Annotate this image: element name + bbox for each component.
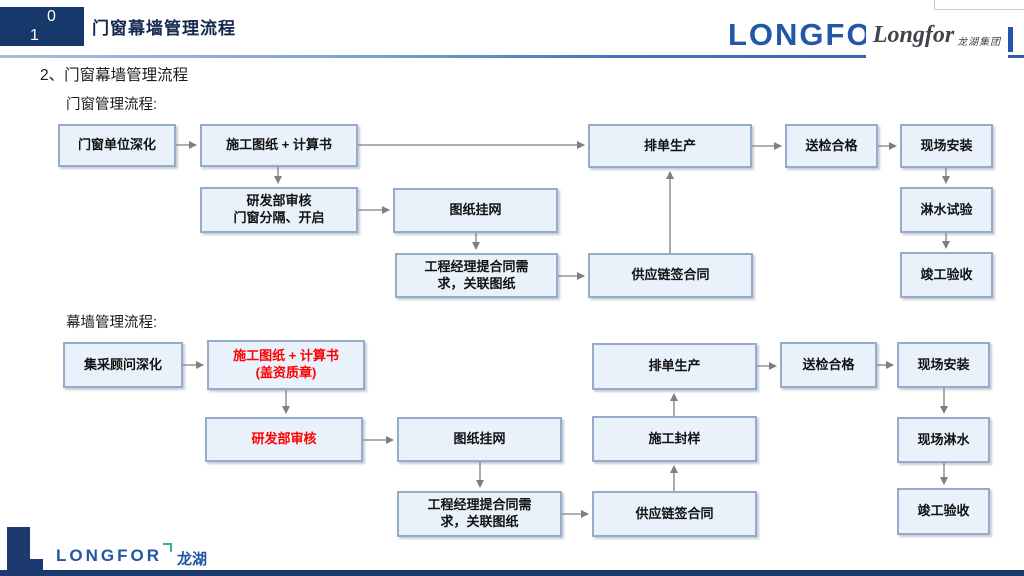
flow2-node-drawings-calc-sealed: 施工图纸 + 计算书 (盖资质章)	[207, 340, 365, 390]
brand-logo-fragment	[1007, 27, 1013, 52]
footer-logo-text: LONGFOR	[56, 546, 162, 565]
footer-logo-cn: 龙湖	[177, 551, 208, 568]
flow1-node-rnd-review: 研发部审核 门窗分隔、开启	[200, 187, 358, 233]
flow2-node-construction-sample: 施工封样	[592, 416, 757, 462]
footer-logo-corner-icon	[163, 543, 172, 552]
footer-l-mark-base	[7, 559, 43, 571]
flow2-node-rnd-review: 研发部审核	[205, 417, 363, 462]
flow2-node-supplychain-sign: 供应链签合同	[592, 491, 757, 537]
flow1-node-inspection-pass: 送检合格	[785, 124, 878, 168]
flow2-node-production-order: 排单生产	[592, 343, 757, 390]
flow1-node-drawings-calc: 施工图纸 + 计算书	[200, 124, 358, 167]
flow2-node-inspection-pass: 送检合格	[780, 342, 877, 388]
flow1-node-supplychain-sign: 供应链签合同	[588, 253, 753, 298]
flow1-node-completion-accept: 竣工验收	[900, 252, 993, 298]
flow1-node-water-test: 淋水试验	[900, 187, 993, 233]
flow2-node-drawing-upload: 图纸挂网	[397, 417, 562, 462]
flow1-node-drawing-upload: 图纸挂网	[393, 188, 558, 233]
page-number-top: 0	[47, 8, 56, 25]
page-number-bottom: 1	[30, 27, 39, 44]
flow2-node-site-water-test: 现场淋水	[897, 417, 990, 463]
flow1-node-unit-deepening: 门窗单位深化	[58, 124, 176, 167]
flow2-node-completion-accept: 竣工验收	[897, 488, 990, 535]
footer-bar	[0, 570, 1024, 576]
flow2-node-contract-request: 工程经理提合同需 求，关联图纸	[397, 491, 562, 537]
flow2-node-site-install: 现场安装	[897, 342, 990, 388]
watermark-company-name: 龙湖集团	[957, 36, 1002, 48]
flow1-label: 门窗管理流程:	[66, 97, 158, 113]
header-divider	[0, 55, 1024, 58]
flow2-label: 幕墙管理流程:	[66, 315, 158, 331]
section-heading: 2、门窗幕墙管理流程	[40, 67, 189, 84]
flow1-node-site-install: 现场安装	[900, 124, 993, 168]
page-number-badge: 0 1	[0, 7, 84, 46]
flow2-node-procurement-deepening: 集采顾问深化	[63, 342, 183, 388]
top-right-corner-box	[934, 0, 1024, 10]
watermark-box: Longfor 龙湖集团	[866, 10, 1008, 60]
page-title: 门窗幕墙管理流程	[92, 19, 236, 38]
flow1-node-production-order: 排单生产	[588, 124, 752, 168]
flow1-node-contract-request: 工程经理提合同需 求，关联图纸	[395, 253, 558, 298]
watermark-script-logo: Longfor	[872, 21, 955, 48]
